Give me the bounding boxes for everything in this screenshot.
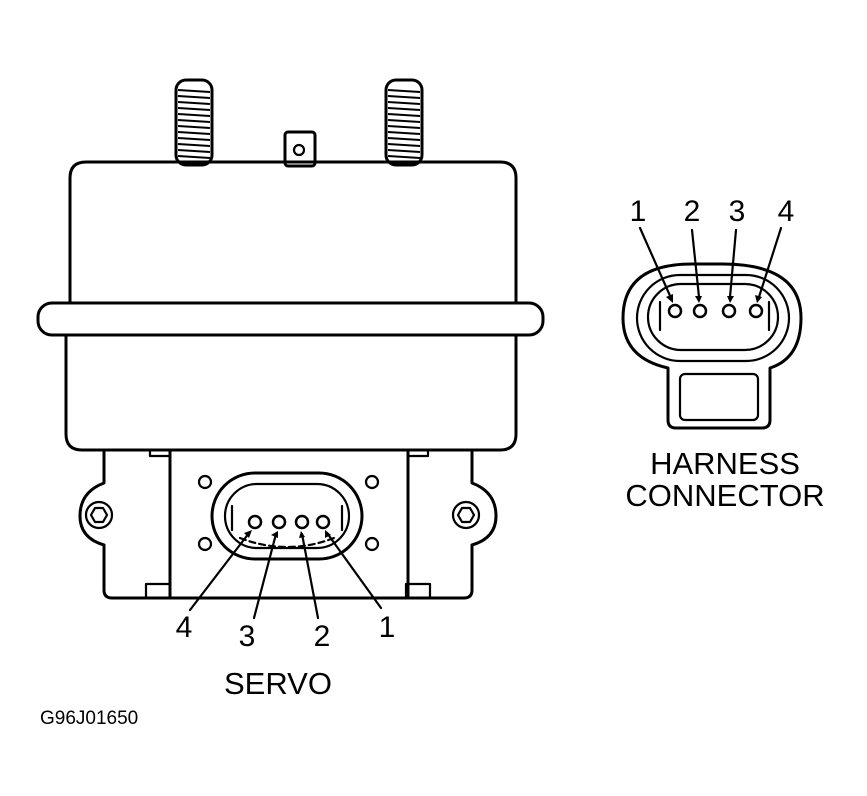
servo-pin-2 [294,514,310,530]
stud-thread-ridge [387,155,421,159]
servo-pin-4 [247,514,263,530]
stud-thread-ridge [387,149,421,153]
stud-thread-ridge [177,89,211,93]
servo-vacuum-nipple [283,130,317,168]
servo-stud-left [174,78,214,167]
harness-pin-3 [721,303,737,319]
servo-canister-lower [64,333,518,452]
harness-pin-4 [748,303,764,319]
stud-thread-ridge [387,89,421,93]
stud-thread-ridge [387,125,421,129]
harness-connector-inner-rim [635,273,791,363]
harness-caption-line2: CONNECTOR [625,478,824,513]
stud-thread-ridge [387,107,421,111]
stud-thread-ridge [177,149,211,153]
stud-thread-ridge [387,131,421,135]
servo-connector-socket [210,471,364,561]
servo-mounting-bolt-right [451,500,481,530]
servo-pin-label-3: 3 [239,620,256,653]
harness-pin-leaders [638,226,783,303]
servo-caption: SERVO [224,666,332,701]
stud-thread-ridge [177,119,211,123]
harness-connector-cavity [646,282,780,352]
stud-thread-ridge [177,155,211,159]
servo-plate-hole [364,536,380,552]
harness-pin-1 [667,303,683,319]
servo-plate-hole [197,474,213,490]
servo-pin-label-1: 1 [379,611,396,644]
stud-thread-ridge [387,113,421,117]
servo-pin-leaders [188,530,383,620]
stud-thread-ridge [177,101,211,105]
servo-pin-1 [315,514,331,530]
servo-plate-hole [364,474,380,490]
harness-pin-label-3: 3 [729,195,746,228]
harness-pin-label-2: 2 [684,195,701,228]
servo-canister-upper [68,160,518,305]
servo-plate-hole [197,536,213,552]
stud-thread-ridge [177,95,211,99]
stud-thread-ridge [177,143,211,147]
servo-stud-right [384,78,424,167]
stud-thread-ridge [177,137,211,141]
stud-thread-ridge [177,107,211,111]
servo-connector-plate [168,448,410,600]
harness-connector-body [621,262,803,430]
servo-mounting-bolt-left [84,500,114,530]
stud-thread-ridge [387,137,421,141]
harness-pin-label-4: 4 [778,195,795,228]
servo-rim [36,301,545,337]
servo-assembly: 4 3 2 1 SERVO [36,78,545,701]
servo-pin-3 [271,514,287,530]
stud-thread-ridge [387,143,421,147]
stud-thread-ridge [387,95,421,99]
stud-thread-ridge [177,131,211,135]
stud-thread-ridge [177,113,211,117]
harness-caption-line1: HARNESS [650,446,800,481]
harness-pin-label-1: 1 [630,195,647,228]
servo-pin-label-4: 4 [176,611,193,644]
servo-pin-label-2: 2 [314,620,331,653]
stud-thread-ridge [177,125,211,129]
stud-thread-ridge [387,101,421,105]
harness-connector: 1 2 3 4 HARNESS CONNECTOR [621,195,825,513]
stud-thread-ridge [387,119,421,123]
figure-id: G96J01650 [40,708,138,729]
harness-connector-latch [678,372,760,422]
harness-pin-2 [692,303,708,319]
